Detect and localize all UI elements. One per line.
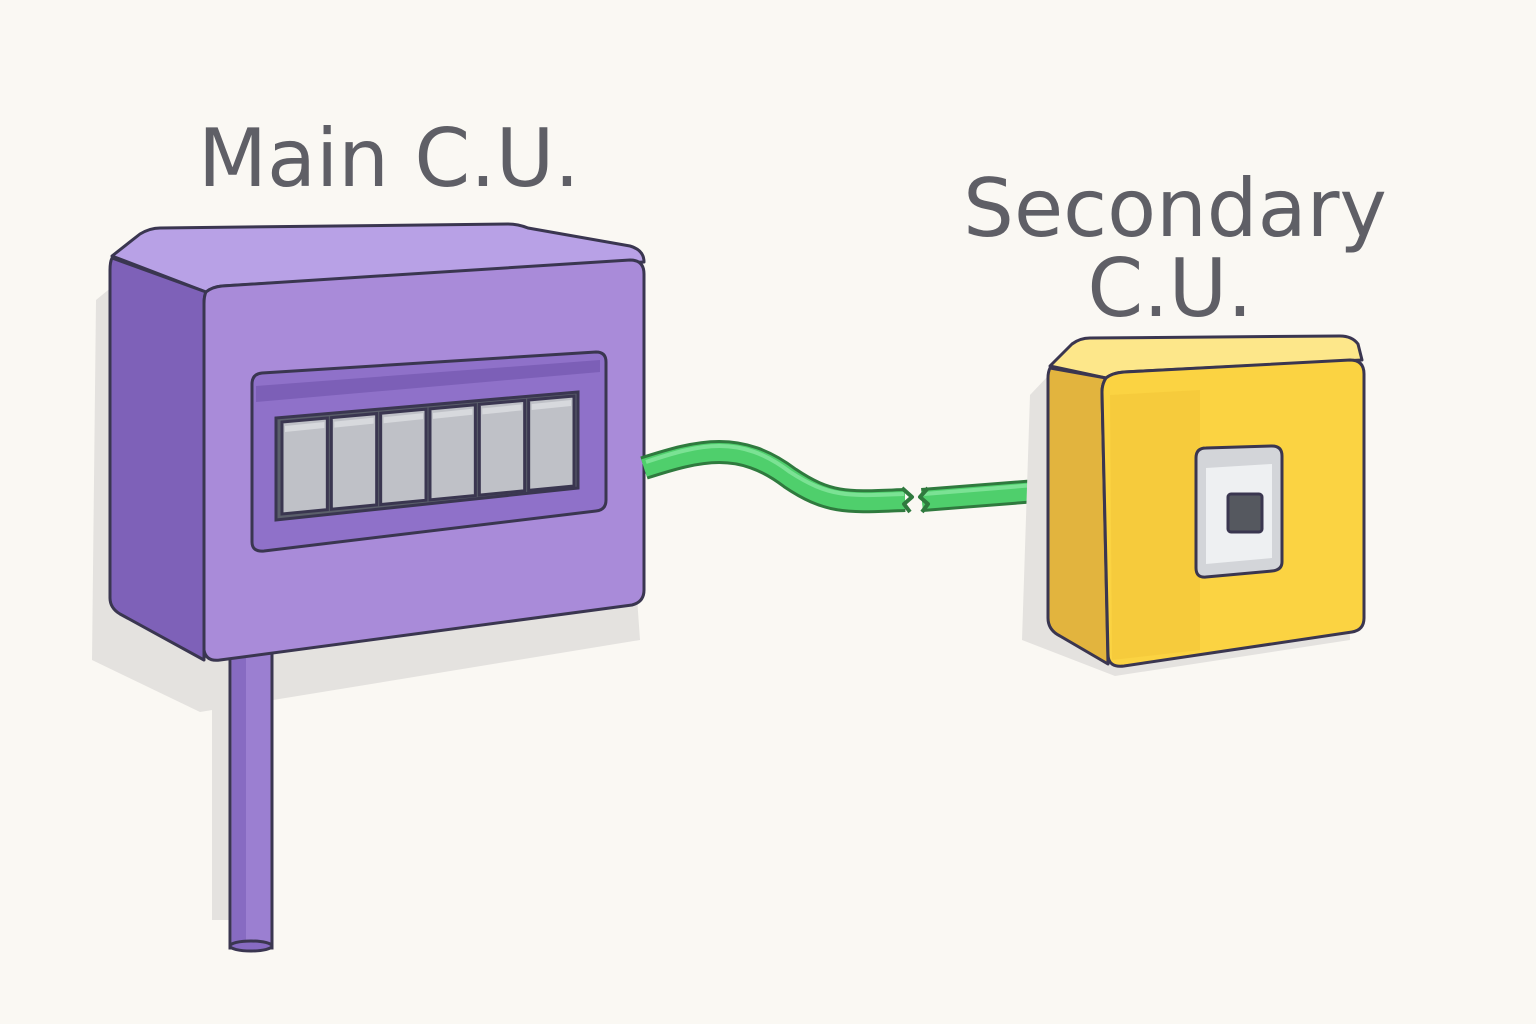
breaker-switch xyxy=(379,407,428,507)
secondary-cu-label-line2: C.U. xyxy=(1087,242,1252,335)
breaker-highlight xyxy=(531,400,571,411)
breaker-switch xyxy=(280,416,329,516)
breaker-highlight xyxy=(482,404,522,415)
breaker-switch xyxy=(329,411,379,511)
breaker-switch xyxy=(477,398,527,497)
main-cu-breakers xyxy=(280,394,576,516)
breaker-switch xyxy=(428,403,477,502)
main-cu-label: Main C.U. xyxy=(198,112,580,205)
secondary-cu-switch xyxy=(1194,444,1284,579)
breaker-switch xyxy=(527,394,576,492)
breaker-highlight xyxy=(383,413,423,424)
breaker-highlight xyxy=(285,421,325,432)
secondary-cu-label-line1: Secondary xyxy=(963,162,1387,255)
breaker-highlight xyxy=(433,408,473,419)
switch-rocker xyxy=(1226,492,1264,534)
main-cu-supply-pipe xyxy=(212,638,274,953)
breaker-highlight xyxy=(334,417,374,428)
interconnect-cable xyxy=(640,440,1081,514)
